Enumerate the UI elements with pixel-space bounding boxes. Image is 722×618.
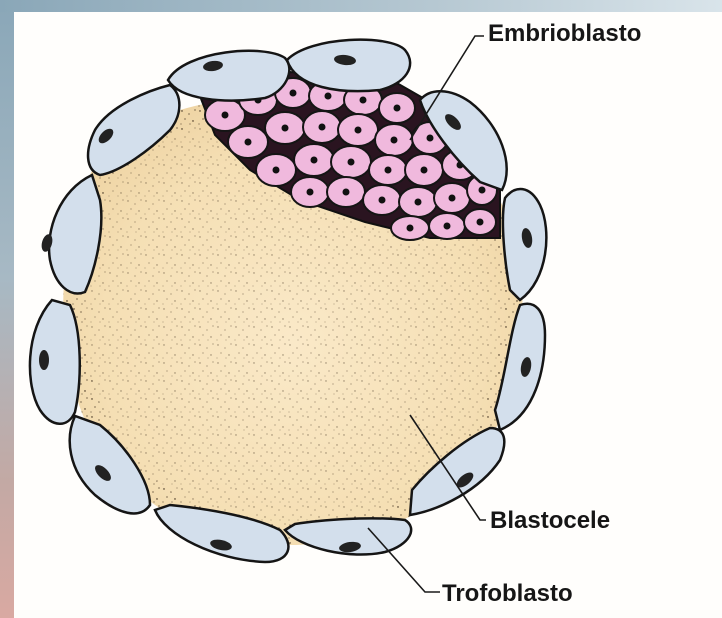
label-embryoblast: Embrioblasto — [488, 22, 641, 46]
label-trophoblast: Trofoblasto — [442, 582, 573, 606]
label-blastocoel: Blastocele — [490, 509, 610, 533]
